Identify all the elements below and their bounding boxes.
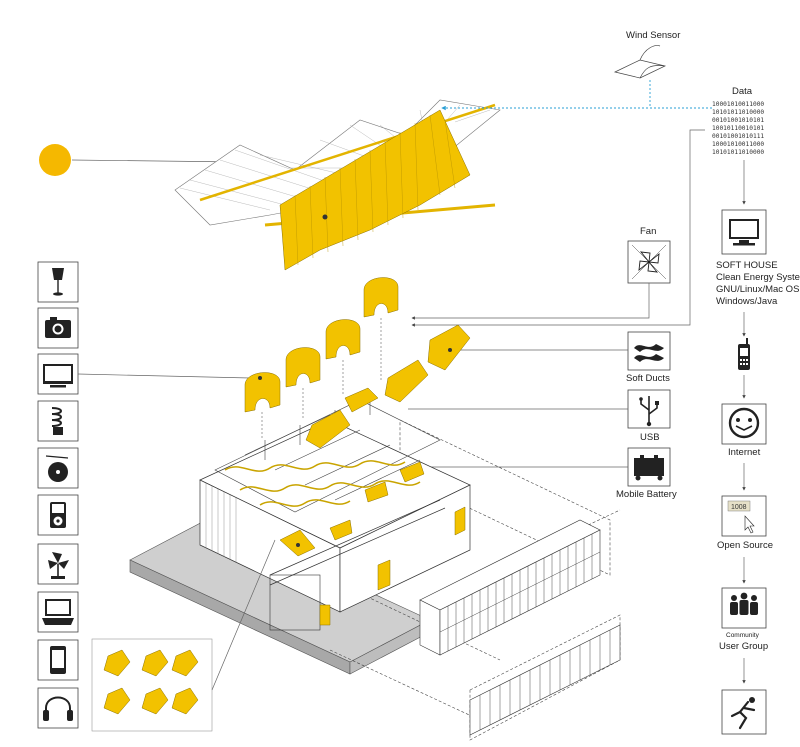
software-line: SOFT HOUSE <box>716 260 778 271</box>
binary-line: 10001010011000 <box>712 101 764 108</box>
fan-hoods <box>244 277 399 440</box>
wind-sensor-label: Wind Sensor <box>626 30 680 41</box>
ipod-icon <box>37 494 79 536</box>
tv-icon <box>37 353 79 395</box>
computer-monitor-icon <box>721 209 767 255</box>
bulb-icon <box>37 400 79 442</box>
internet-icon <box>721 403 767 445</box>
user-group-label: User Group <box>719 641 768 652</box>
wind-sensor-icon <box>613 45 667 79</box>
sun-icon <box>39 144 71 176</box>
open-source-label: Open Source <box>717 540 773 551</box>
headphones-icon <box>37 687 79 729</box>
roof-structure <box>174 99 501 271</box>
binary-line: 00101001010101 <box>712 117 764 124</box>
battery-icon <box>627 447 671 487</box>
lamp-icon <box>37 261 79 303</box>
binary-line: 10101011010000 <box>712 109 764 116</box>
camera-icon <box>37 307 79 349</box>
binary-line: 00101001010111 <box>712 133 764 140</box>
software-line: Clean Energy System <box>716 272 800 283</box>
running-person-icon <box>721 689 767 735</box>
community-icon <box>721 587 767 629</box>
ground-slab <box>129 517 431 675</box>
internet-label: Internet <box>728 447 761 458</box>
mobile-battery-label: Mobile Battery <box>616 489 677 500</box>
usb-label: USB <box>640 432 660 443</box>
smartphone-icon <box>37 639 79 681</box>
screen-text: 1008 <box>731 504 747 511</box>
record-player-icon <box>37 447 79 489</box>
open-source-icon: 1008 <box>721 495 767 537</box>
soft-ducts-label: Soft Ducts <box>626 373 670 384</box>
binary-line: 10101011010000 <box>712 149 764 156</box>
software-line: Windows/Java <box>716 296 778 307</box>
sun-line <box>71 159 241 163</box>
fan-label: Fan <box>640 226 656 237</box>
battery-modules <box>419 519 621 736</box>
soft-ducts-icon <box>627 331 671 371</box>
binary-line: 10001010011000 <box>712 141 764 148</box>
fabric-samples <box>91 638 213 732</box>
community-label: Community <box>726 632 760 639</box>
mobile-phone-icon <box>738 338 750 370</box>
binary-line: 10010110010101 <box>712 125 764 132</box>
interior-frame <box>214 395 441 513</box>
software-line: GNU/Linux/Mac OS <box>716 284 799 295</box>
laptop-icon <box>37 591 79 633</box>
device-column <box>37 261 251 729</box>
data-label: Data <box>732 86 753 97</box>
fan-icon <box>627 240 671 284</box>
soft-duct-panels <box>305 324 471 449</box>
fan-appliance-icon <box>37 543 79 585</box>
usb-icon <box>627 389 671 429</box>
binary-data: 10001010011000 10101011010000 0010100101… <box>712 101 764 156</box>
